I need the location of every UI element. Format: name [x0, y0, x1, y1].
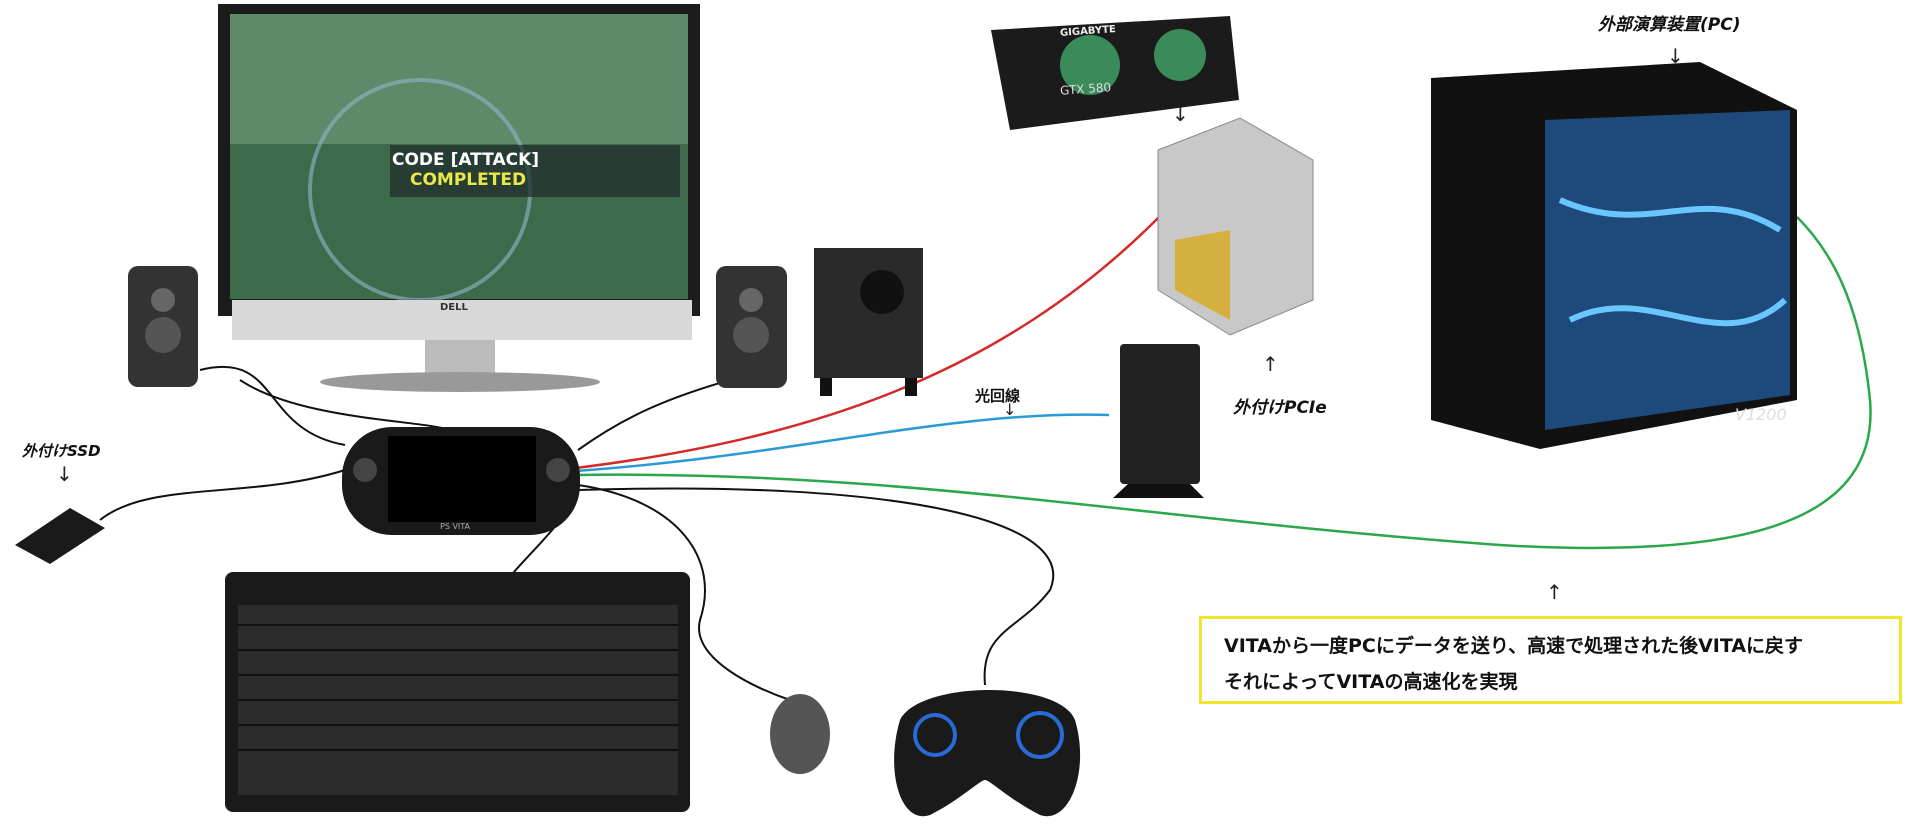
arrow-up-pcie: ↑ — [1262, 352, 1279, 376]
external-ssd — [15, 508, 105, 564]
arrow-down-gpu: ↓ — [1172, 102, 1189, 126]
note-line-2: それによってVITAの高速化を実現 — [1224, 671, 1518, 693]
graphics-card — [991, 16, 1239, 130]
cable-blue-fiber — [575, 413, 1110, 473]
cable-mouse — [577, 484, 791, 701]
speaker-left — [128, 266, 198, 387]
cable-monitor — [239, 379, 451, 431]
ps-vita — [342, 427, 580, 535]
pcie-label: 外付けPCIe — [1233, 398, 1327, 418]
note-line-1: VITAから一度PCにデータを送り、高速で処理された後VITAに戻す — [1224, 635, 1804, 657]
cable-red-pcie — [575, 210, 1166, 470]
monitor — [218, 4, 700, 392]
game-status: COMPLETED — [410, 170, 527, 190]
arrow-up-note: ↑ — [1546, 580, 1563, 604]
gamepad — [894, 690, 1081, 817]
monitor-brand: DELL — [440, 302, 468, 313]
cable-speaker-left — [199, 365, 346, 446]
arrow-down-fiber: ↓ — [1003, 400, 1017, 419]
cable-green-pc — [575, 216, 1872, 550]
pcie-enclosure — [1157, 117, 1314, 336]
vita-brand: PS VITA — [440, 522, 471, 531]
cable-gamepad — [577, 487, 1055, 686]
arrow-down-ssd: ↓ — [56, 462, 73, 486]
cable-speaker-right — [577, 379, 731, 451]
pc-model: V1200 — [1735, 405, 1787, 424]
fiber-label: 光回線 — [975, 387, 1021, 405]
ssd-label: 外付けSSD — [22, 442, 101, 460]
mouse — [770, 694, 830, 774]
game-title: CODE [ATTACK] — [392, 150, 540, 170]
explanation-box: VITAから一度PCにデータを送り、高速で処理された後VITAに戻す それによっ… — [1199, 616, 1902, 704]
keyboard — [225, 572, 690, 812]
fiber-router — [1113, 344, 1204, 498]
subwoofer — [814, 248, 923, 396]
speaker-right — [716, 266, 787, 388]
cable-ssd — [99, 469, 346, 521]
pc-tower — [1431, 62, 1797, 449]
pc-label: 外部演算装置(PC) — [1598, 15, 1741, 35]
arrow-down-pc: ↓ — [1667, 44, 1684, 68]
